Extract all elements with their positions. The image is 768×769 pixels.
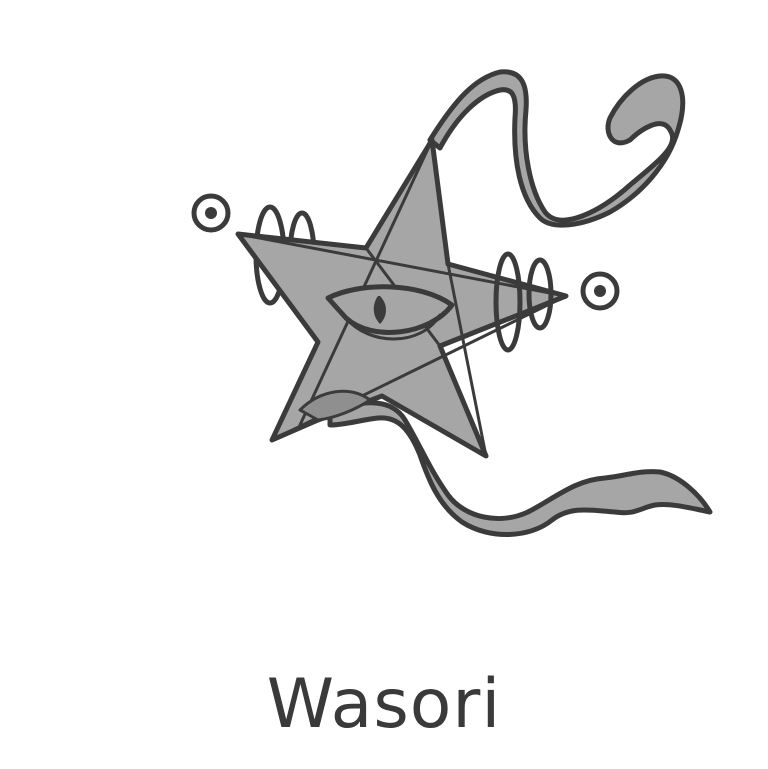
wasori-illustration (191, 69, 713, 538)
orbit-dot-left-core (205, 207, 217, 219)
character-name: Wasori (266, 665, 502, 744)
ring-right-inner (526, 257, 554, 331)
lower-ribbon (327, 400, 713, 538)
upper-ribbon (427, 69, 686, 228)
eye-outline (325, 284, 455, 335)
eye-pupil (373, 296, 386, 324)
star-swirl (298, 389, 372, 422)
star-inner-lines (236, 138, 568, 458)
orbit-dot-right-core (594, 285, 606, 297)
eye-lower-lid (344, 313, 442, 341)
ring-right-outer (493, 251, 523, 353)
